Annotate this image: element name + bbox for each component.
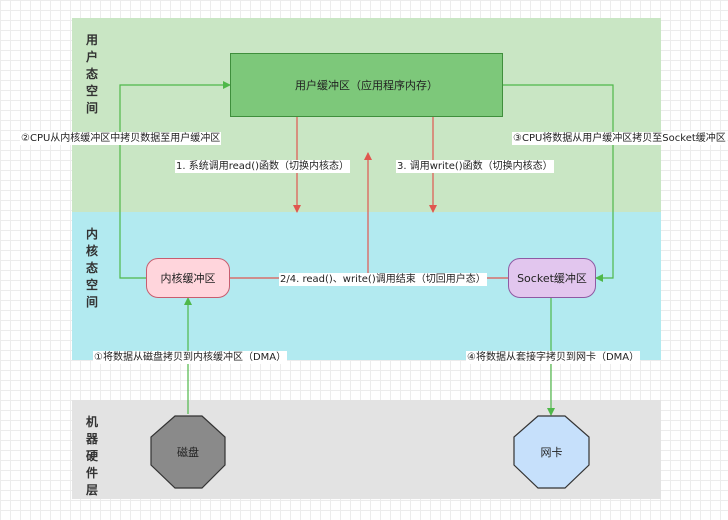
disk-octagon bbox=[150, 415, 226, 489]
nic-octagon bbox=[513, 415, 590, 489]
nic-label: 网卡 bbox=[540, 446, 563, 459]
return-to-user-label: 2/4. read()、write()调用结束（切回用户态） bbox=[279, 273, 487, 286]
kernel-buffer-label: 内核缓冲区 bbox=[160, 272, 216, 285]
kernel-space-label: 内核态空间 bbox=[85, 227, 98, 309]
user-space-label: 用户态空间 bbox=[85, 33, 98, 115]
cpu-copy-to-socket-label: ③CPU将数据从用户缓冲区拷贝至Socket缓冲区 bbox=[512, 132, 727, 145]
disk-label: 磁盘 bbox=[177, 446, 199, 459]
read-syscall-label: 1. 系统调用read()函数（切换内核态） bbox=[175, 160, 351, 173]
user-buffer-label: 用户缓冲区（应用程序内存） bbox=[295, 79, 438, 92]
hardware-label: 机器硬件层 bbox=[85, 415, 98, 497]
cpu-copy-to-user-arrow bbox=[119, 81, 231, 279]
nic-node: 网卡 bbox=[514, 416, 589, 488]
cpu-copy-to-user-label: ②CPU从内核缓冲区中拷贝数据至用户缓冲区 bbox=[20, 132, 222, 145]
write-syscall-label: 3. 调用write()函数（切换内核态） bbox=[396, 160, 554, 173]
user-buffer-node: 用户缓冲区（应用程序内存） bbox=[230, 53, 503, 117]
disk-node: 磁盘 bbox=[151, 416, 225, 488]
dma-disk-label: ①将数据从磁盘拷贝到内核缓冲区（DMA） bbox=[93, 351, 288, 364]
socket-buffer-label: Socket缓冲区 bbox=[517, 272, 587, 285]
socket-buffer-node: Socket缓冲区 bbox=[508, 258, 596, 298]
dma-nic-label: ④将数据从套接字拷贝到网卡（DMA） bbox=[466, 351, 641, 364]
cpu-copy-to-socket-arrow bbox=[503, 84, 614, 282]
kernel-buffer-node: 内核缓冲区 bbox=[146, 258, 230, 298]
